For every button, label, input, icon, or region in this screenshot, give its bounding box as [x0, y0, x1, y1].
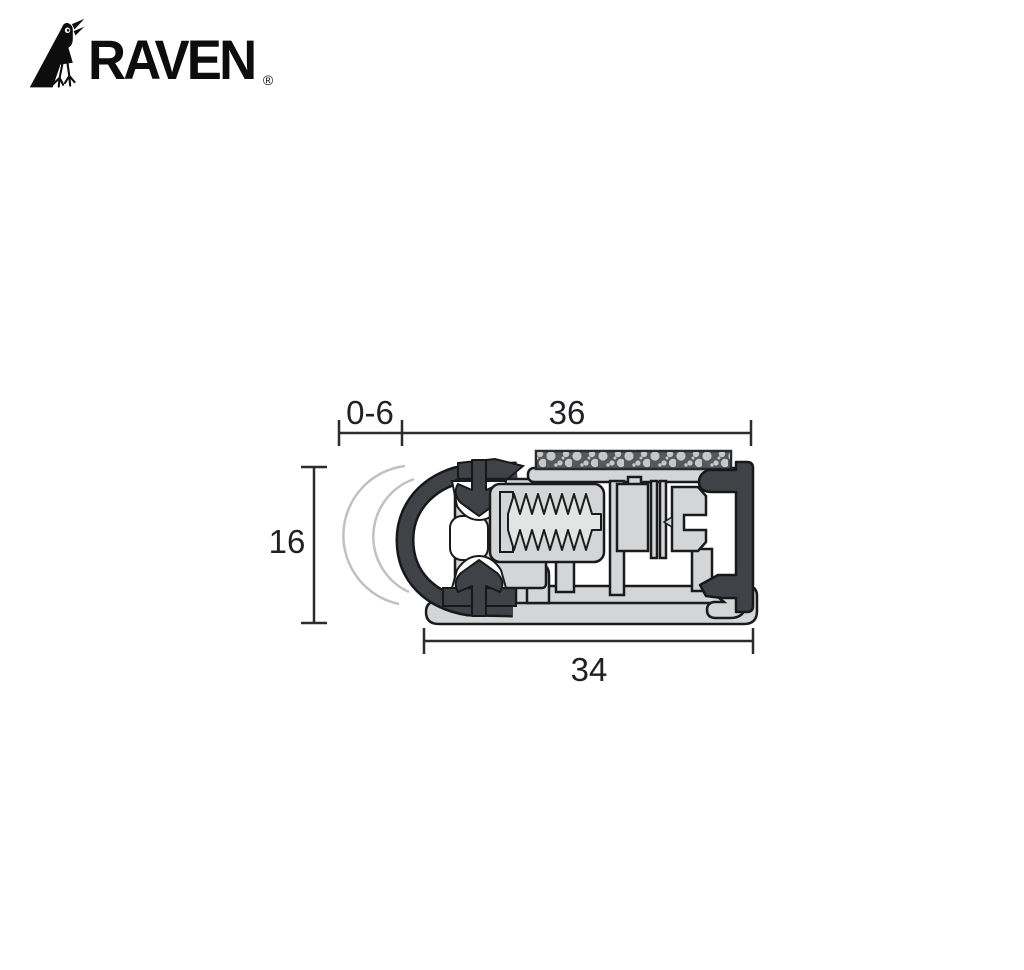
- chamber-block: [615, 482, 650, 553]
- dim-label-base-width: 34: [571, 651, 608, 688]
- dimension-labels: 0-6 36 16 34: [269, 394, 608, 688]
- deflection-arc-outer: [342, 464, 406, 606]
- brand-logo: RAVEN ®: [28, 14, 273, 94]
- bird-beak-upper: [71, 18, 85, 30]
- bird-eye-pupil: [66, 28, 70, 32]
- deflection-arcs: [342, 464, 415, 606]
- chamber-plate-b: [658, 479, 668, 560]
- bird-legs: [52, 62, 76, 88]
- clip-block: [670, 485, 708, 553]
- chamber-plate-a: [649, 479, 659, 560]
- dim-label-overall-height: 16: [269, 523, 306, 560]
- screw-thread: [507, 493, 602, 551]
- foam-strip: [534, 449, 733, 471]
- bird-body: [29, 22, 73, 88]
- raven-bird-icon: [29, 18, 85, 88]
- dim-label-door-gap: 0-6: [346, 394, 394, 431]
- seal-barb-bottom: [454, 559, 504, 617]
- dim-label-overall-width: 36: [549, 394, 586, 431]
- foam-strip-texture: [537, 452, 730, 468]
- clip-pointer: [662, 515, 673, 529]
- deflection-arc-inner: [372, 477, 415, 594]
- adjustment-chamber: [608, 475, 708, 597]
- frame-channel: [697, 460, 755, 614]
- retainer-waist-gap: [449, 515, 489, 561]
- dimension-lines: [301, 420, 755, 654]
- registered-trademark: ®: [262, 72, 274, 88]
- bird-beak-lower: [73, 26, 85, 36]
- adjustment-screw: [488, 482, 606, 564]
- brand-name: RAVEN: [88, 28, 257, 91]
